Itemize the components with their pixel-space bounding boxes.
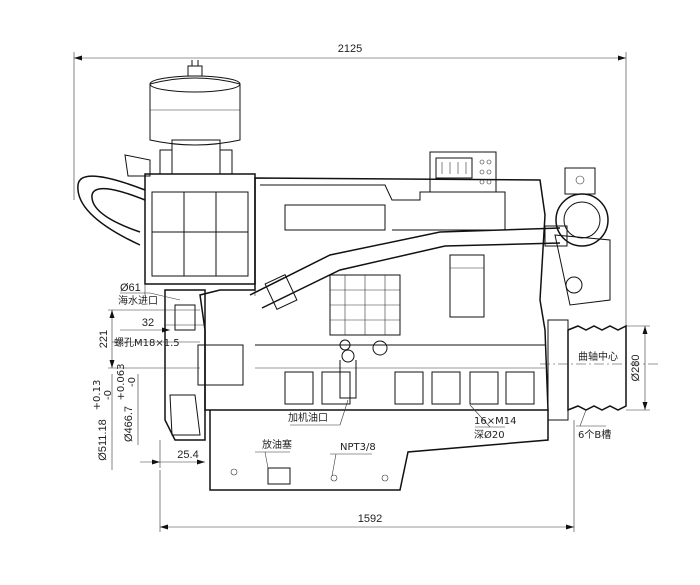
label-thread: NPT3/8 — [330, 442, 376, 477]
dim-flywheel-outer: Ø511.18 +0.13-0 — [92, 374, 114, 470]
turbo-assembly — [554, 167, 611, 306]
intercooler-box — [144, 173, 256, 296]
text-crank-center: 曲轴中心 — [578, 350, 618, 363]
dim-text-221: 221 — [98, 330, 110, 348]
dim-221: 221 — [98, 309, 200, 369]
dim-text-511: Ø511.18 — [97, 419, 109, 460]
text-mount-holes-2: 深Ø20 — [474, 429, 505, 441]
text-sea-water-inlet: 海水进口 — [118, 294, 158, 307]
dim-text-32: 32 — [142, 317, 154, 329]
dim-tol-466: +0.063-0 — [116, 363, 138, 400]
dim-text-466: Ø466.7 — [123, 406, 135, 442]
text-pulley-grooves: 6个B槽 — [578, 428, 611, 441]
label-bolt-holes: 螺孔M18×1.5 — [112, 337, 200, 349]
label-crank-center: 曲轴中心 — [578, 350, 618, 363]
dim-overall-length: 2125 — [73, 43, 627, 400]
oil-sump — [209, 410, 549, 491]
dim-base-length: 1592 — [159, 420, 575, 532]
text-oil-filler: 加机油口 — [288, 411, 328, 424]
dim-32: 32 — [120, 317, 170, 333]
text-thread: NPT3/8 — [340, 442, 376, 453]
text-mount-holes-1: 16×M14 — [474, 416, 516, 427]
dim-25-4: 25.4 — [140, 440, 205, 468]
left-pipe-loop — [77, 154, 151, 246]
dim-tol-511: +0.13-0 — [92, 380, 114, 411]
label-oil-filler: 加机油口 — [288, 399, 349, 426]
flywheel-housing — [164, 289, 244, 441]
text-bolt-holes: 螺孔M18×1.5 — [114, 337, 180, 349]
dim-text-1592: 1592 — [358, 513, 382, 525]
label-hose: Ø61 海水进口 — [118, 282, 181, 307]
text-hose-dia: Ø61 — [120, 282, 141, 294]
label-drain-plug: 放油塞 — [255, 438, 292, 469]
dim-text-2125: 2125 — [338, 43, 362, 55]
dim-pulley: Ø280 — [626, 325, 650, 411]
text-drain-plug: 放油塞 — [262, 438, 292, 451]
label-mount-holes: 16×M14 深Ø20 — [469, 404, 516, 441]
air-filter — [149, 60, 241, 175]
crank-pulley — [540, 319, 660, 421]
dim-flywheel-spigot: Ø466.7 +0.063-0 — [116, 363, 139, 445]
dim-text-25-4: 25.4 — [177, 449, 198, 461]
dim-text-280: Ø280 — [630, 355, 642, 382]
engine-block — [199, 151, 568, 411]
label-pulley-grooves: 6个B槽 — [576, 409, 611, 441]
